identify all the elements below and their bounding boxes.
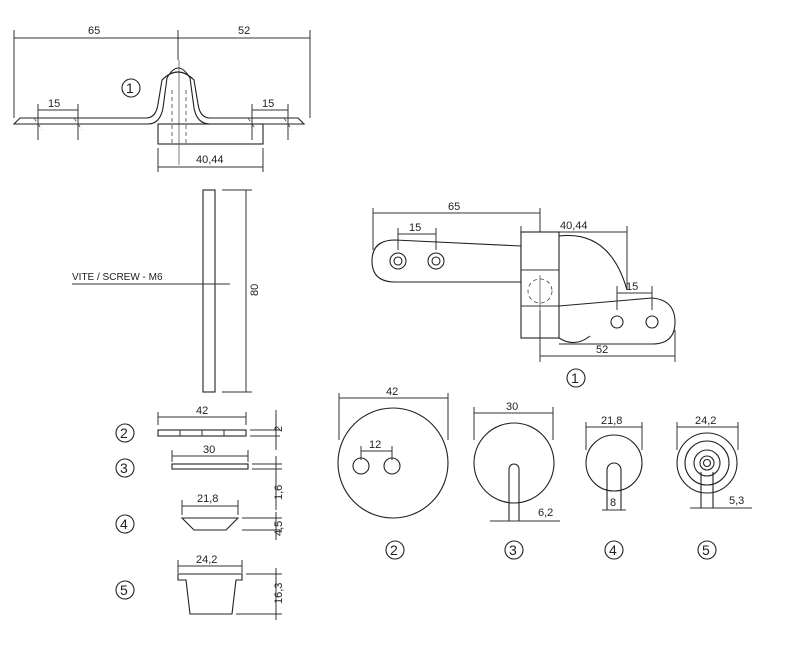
top-dim-left-15: 15 — [48, 98, 60, 110]
plan-part-4: 21,8 8 4 — [585, 415, 643, 560]
plan-part-2-number: 2 — [390, 542, 398, 558]
plan-part-5: 24,2 5,3 5 — [676, 415, 752, 560]
top-dim-base: 40,44 — [196, 154, 224, 166]
screw-view: VITE / SCREW - M6 80 — [72, 189, 261, 393]
side-part-2-thickness: 2 — [273, 426, 285, 432]
side-part-3: 3 30 1,6 — [115, 444, 285, 510]
side-part-3-width: 30 — [203, 444, 215, 456]
side-part-3-thickness: 1,6 — [273, 485, 285, 500]
plan-part-2-diameter: 42 — [386, 386, 398, 398]
side-part-4-thickness: 4,5 — [273, 521, 285, 536]
top-dim-52: 52 — [238, 25, 250, 37]
plan-part-3-diameter: 30 — [506, 401, 518, 413]
side-part-4: 4 21,8 4,5 — [115, 493, 285, 540]
plan-part-5-diameter: 24,2 — [695, 415, 716, 427]
side-part-2: 2 42 2 — [115, 405, 285, 450]
side-part-2-number: 2 — [120, 425, 128, 441]
plan-part-5-number: 5 — [702, 542, 710, 558]
side-part-4-number: 4 — [120, 516, 128, 532]
top-dim-right-15: 15 — [262, 98, 274, 110]
plan-part-4-number: 4 — [609, 542, 617, 558]
plan-part-4-diameter: 21,8 — [601, 415, 622, 427]
side-part-number: 1 — [571, 370, 579, 386]
top-part-number: 1 — [126, 80, 134, 96]
side-dim-right-15: 15 — [626, 281, 638, 293]
side-view-part-1: 65 15 40,44 15 — [371, 201, 676, 388]
side-part-4-width: 21,8 — [197, 493, 218, 505]
side-part-5: 5 24,2 16,3 — [115, 554, 285, 620]
side-part-5-number: 5 — [120, 582, 128, 598]
plan-part-4-slot: 8 — [610, 497, 616, 509]
side-part-5-height: 16,3 — [273, 583, 285, 604]
side-dim-base: 40,44 — [560, 220, 588, 232]
side-dim-left-15: 15 — [409, 222, 421, 234]
plan-part-2: 42 12 2 — [337, 386, 449, 560]
side-part-3-number: 3 — [120, 460, 128, 476]
screw-length: 80 — [249, 284, 261, 296]
side-dim-65: 65 — [448, 201, 460, 213]
plan-part-5-slot: 5,3 — [729, 495, 744, 507]
side-dim-52: 52 — [596, 344, 608, 356]
top-view-part-1: 65 52 1 15 15 40,44 — [12, 25, 311, 172]
side-part-5-width: 24,2 — [196, 554, 217, 566]
screw-label: VITE / SCREW - M6 — [72, 272, 163, 283]
plan-part-3: 30 6,2 3 — [473, 401, 560, 560]
plan-part-3-number: 3 — [509, 542, 517, 558]
side-part-2-width: 42 — [196, 405, 208, 417]
plan-part-2-spacing: 12 — [369, 439, 381, 451]
top-dim-65: 65 — [88, 25, 100, 37]
plan-part-3-slot: 6,2 — [538, 507, 553, 519]
